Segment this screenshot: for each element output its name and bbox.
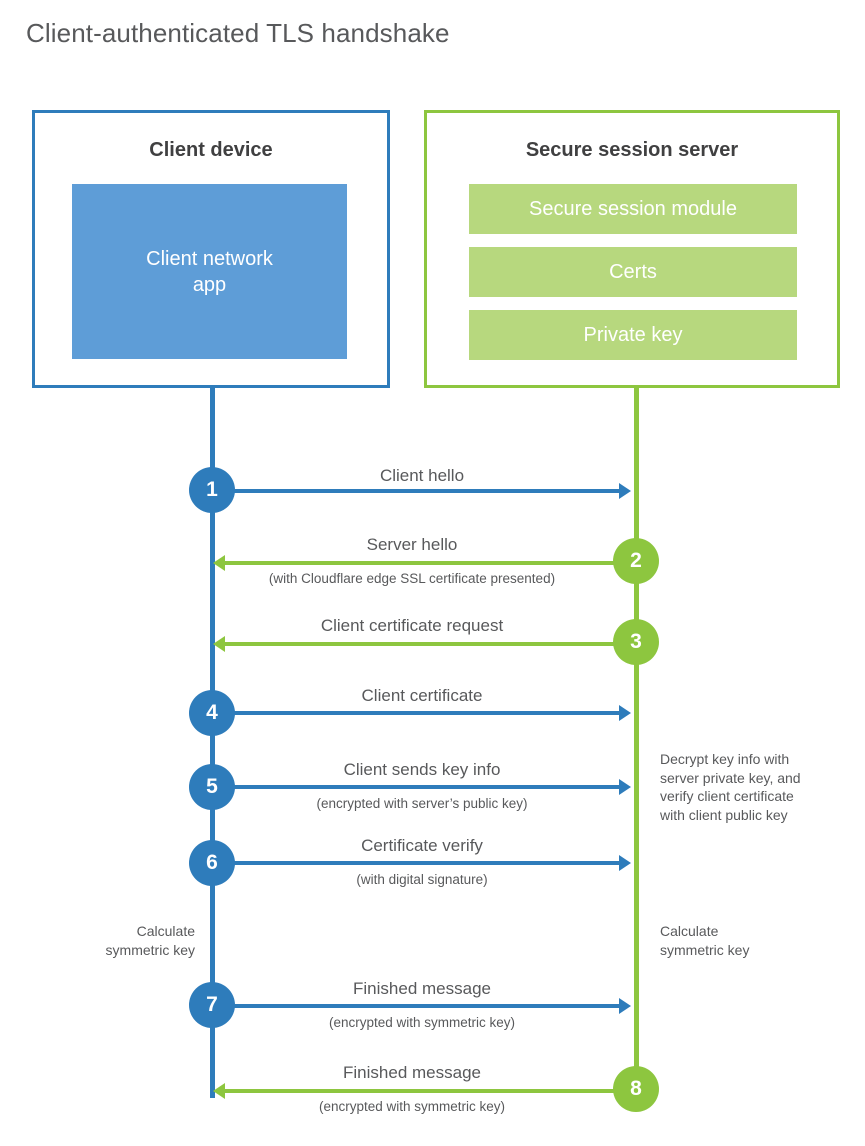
arrowhead-right-icon: [619, 705, 631, 721]
step-4-badge[interactable]: 4: [189, 690, 235, 736]
step-7-sublabel: (encrypted with symmetric key): [328, 1015, 516, 1030]
step-2-arrow: [213, 555, 614, 571]
arrowhead-right-icon: [619, 855, 631, 871]
step-7-label: Finished message: [353, 979, 491, 998]
step-6-label: Certificate verify: [361, 836, 483, 855]
step-6-arrow: [212, 855, 631, 871]
client-network-app-block: Client network app: [72, 184, 347, 359]
server-lifeline: [634, 388, 639, 1098]
step-5-badge[interactable]: 5: [189, 764, 235, 810]
arrowhead-right-icon: [619, 779, 631, 795]
server-block-certs: Certs: [469, 247, 797, 297]
step-5-label: Client sends key info: [343, 760, 501, 779]
step-7-arrow: [212, 998, 631, 1014]
step-6-badge[interactable]: 6: [189, 840, 235, 886]
arrowhead-right-icon: [619, 483, 631, 499]
step-8-badge[interactable]: 8: [613, 1066, 659, 1112]
arrowhead-left-icon: [213, 555, 225, 571]
server-calculate-symmetric-key-annotation: Calculate symmetric key: [660, 923, 750, 958]
step-3-arrow: [213, 636, 614, 652]
secure-session-server-title: Secure session server: [525, 139, 739, 161]
server-decrypt-annotation: Decrypt key info with server private key…: [660, 751, 801, 823]
step-2-badge[interactable]: 2: [613, 538, 659, 584]
step-2-label: Server hello: [366, 535, 458, 554]
server-block-label: Certs: [609, 260, 657, 283]
step-8-sublabel: (encrypted with symmetric key): [318, 1099, 506, 1114]
step-8-label: Finished message: [343, 1063, 481, 1082]
step-1-label: Client hello: [379, 466, 465, 485]
step-6-sublabel: (with digital signature): [356, 872, 488, 887]
client-calculate-symmetric-key-annotation: Calculate symmetric key: [105, 923, 195, 958]
step-3-badge[interactable]: 3: [613, 619, 659, 665]
step-1-arrow: [212, 483, 631, 499]
server-block-label: Private key: [583, 323, 683, 346]
step-5-arrow: [212, 779, 631, 795]
secure-session-server-box: Secure session server Secure session mod…: [424, 110, 840, 388]
client-network-app-label: Client network app: [146, 247, 273, 296]
step-5-sublabel: (encrypted with server’s public key): [316, 796, 528, 811]
client-device-title: Client device: [149, 139, 273, 161]
step-4-arrow: [212, 705, 631, 721]
client-device-box: Client device Client network app: [32, 110, 390, 388]
client-lifeline: [210, 388, 215, 1098]
arrowhead-right-icon: [619, 998, 631, 1014]
step-7-badge[interactable]: 7: [189, 982, 235, 1028]
step-1-badge[interactable]: 1: [189, 467, 235, 513]
arrowhead-left-icon: [213, 1083, 225, 1099]
arrowhead-left-icon: [213, 636, 225, 652]
server-block-secure-session-module: Secure session module: [469, 184, 797, 234]
step-8-arrow: [213, 1083, 614, 1099]
step-4-label: Client certificate: [361, 686, 483, 705]
server-block-label: Secure session module: [529, 197, 737, 220]
server-block-private-key: Private key: [469, 310, 797, 360]
step-2-sublabel: (with Cloudflare edge SSL certificate pr…: [268, 571, 556, 586]
step-3-label: Client certificate request: [320, 616, 504, 635]
page-title: Client-authenticated TLS handshake: [26, 18, 450, 48]
